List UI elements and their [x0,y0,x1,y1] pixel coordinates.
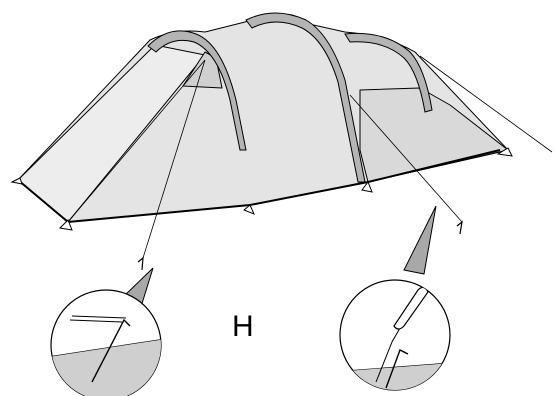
step-label: H [232,310,254,343]
guy-line-front [142,59,206,259]
guy-rope-left [69,315,127,323]
callout-pointer-right [403,205,437,275]
detail-circle-left [50,289,162,396]
tent-stake-right [385,349,409,389]
stake-front [137,256,144,271]
stakes [137,220,463,271]
peg-tab-4 [361,180,373,193]
tent-body [17,16,509,223]
stake-side [456,220,463,235]
pole-sleeve-rear [344,32,433,113]
tent-side-wall [359,87,509,183]
pole-sleeve-middle [245,12,366,183]
tent-hem-left [17,179,69,223]
pole-sleeves [147,12,433,183]
tensioner-right [393,286,429,330]
tent-seam-front [67,59,206,223]
ground-right [340,361,450,390]
tent-stake-left [91,318,131,383]
peg-tab-3 [243,204,255,215]
guy-line-rear [419,55,553,153]
peg-tabs [10,147,513,231]
peg-tab-2 [58,219,73,231]
pole-sleeve-front [147,30,247,151]
guy-line-side [349,94,463,223]
guy-lines [67,55,553,259]
peg-tab-1 [10,177,23,185]
peg-tab-5 [496,147,513,157]
tent-hem [67,149,501,223]
detail-circle-right [339,279,451,391]
